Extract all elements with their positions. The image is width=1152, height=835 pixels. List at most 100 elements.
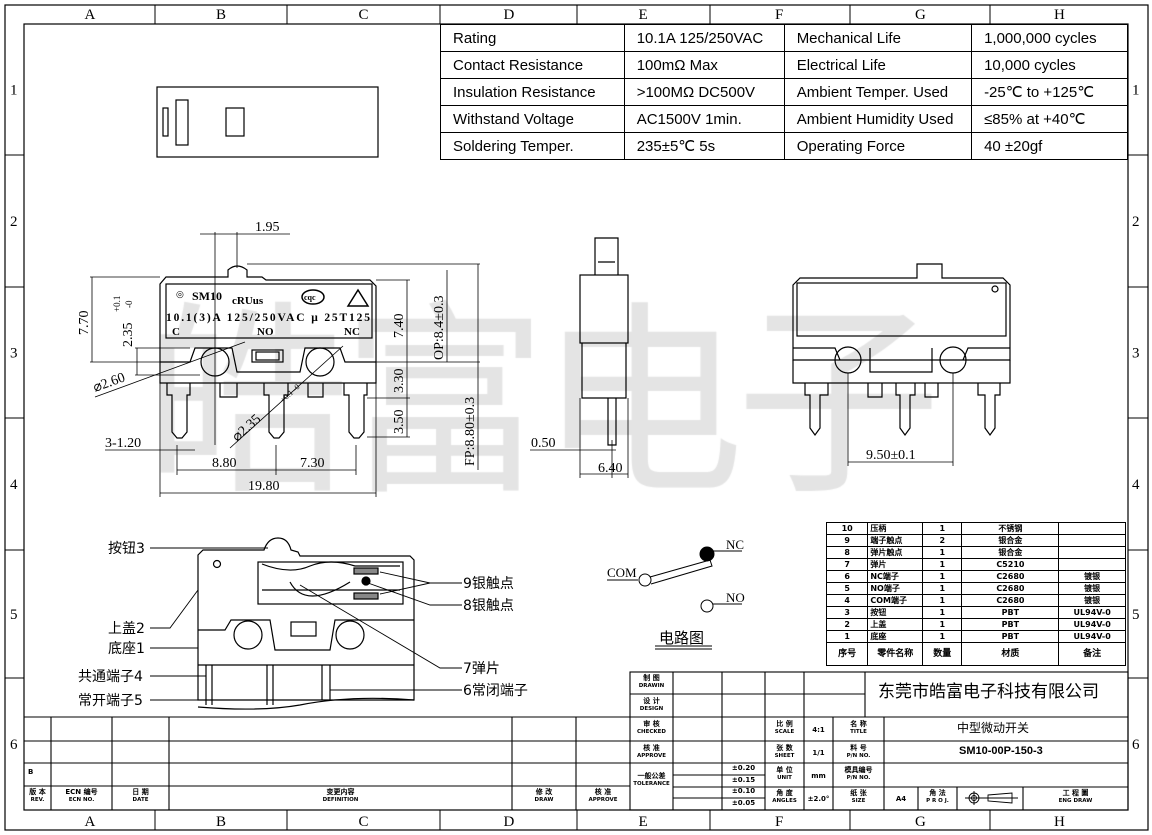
spec-label: Electrical Life (783, 51, 973, 79)
angles-label-en: ANGLES (772, 798, 797, 805)
mold-label-en: P/N NO. (846, 775, 871, 782)
dim-19-80: 19.80 (248, 479, 280, 494)
side-view (530, 237, 629, 478)
grid-column-label: D (504, 7, 515, 23)
tolerance-value: ±0.15 (731, 775, 756, 784)
bom-cell: 4 (825, 594, 869, 607)
bom-cell: 3 (825, 606, 869, 619)
unit-label-en: UNIT (777, 775, 792, 782)
grid-column-label: E (639, 814, 648, 830)
design-label-en: DESIGN (639, 706, 664, 713)
label-button: 按钮3 (108, 541, 145, 557)
bom-cell: 7 (825, 558, 869, 571)
right-view (792, 263, 1011, 466)
grid-row-label: 3 (10, 346, 18, 362)
recycle-mark-icon: ◎ (176, 289, 184, 299)
bom-header-cell: 序号 (825, 642, 869, 666)
bom-cell: 2 (825, 618, 869, 631)
grid-column-label: E (639, 7, 648, 23)
grid-row-label: 6 (10, 737, 18, 753)
grid-row-label: 5 (10, 607, 18, 623)
spec-label: Insulation Resistance (440, 78, 625, 106)
label-silver-contact-9: 9银触点 (463, 576, 514, 592)
spec-label: Contact Resistance (440, 51, 625, 79)
rev-header-cn: 变更内容 (326, 788, 355, 796)
spec-value: 235±5℃ 5s (623, 132, 785, 160)
circuit-diagram (607, 546, 742, 650)
cqc-mark-text: cqc (304, 293, 316, 302)
dim-op: OP:8.4±0.3 (432, 296, 447, 360)
spec-value: 100mΩ Max (623, 51, 785, 79)
grid-column-label: G (915, 7, 926, 23)
sheet-value: 1/1 (812, 749, 825, 757)
bom-cell: 1 (922, 630, 963, 643)
bom-cell: UL94V-0 (1058, 618, 1126, 631)
bom-cell: 1 (825, 630, 869, 643)
rev-header-en: REV. (30, 797, 45, 804)
rev-header-cn: ECN 编号 (65, 788, 98, 796)
spec-value: 10.1A 125/250VAC (623, 24, 785, 52)
grid-column-label: A (85, 7, 96, 23)
dim-fp: FP:8.80±0.3 (463, 397, 478, 466)
unit-value: mm (811, 772, 826, 780)
rev-header-cn: 修 改 (535, 788, 553, 796)
label-spring: 7弹片 (463, 661, 500, 677)
label-silver-contact-8: 8银触点 (463, 598, 514, 614)
bom-cell: C2680 (961, 582, 1060, 595)
title-block-grid (629, 671, 1129, 811)
ul-mark: cRUus (232, 295, 264, 307)
company-name: 东莞市皓富电子科技有限公司 (878, 682, 1099, 702)
label-base: 底座1 (108, 641, 145, 657)
spec-value: ≤85% at +40℃ (971, 105, 1128, 133)
dim-3-50: 3.50 (392, 410, 407, 435)
bom-cell: 1 (922, 618, 963, 631)
size-label-cn: 纸 张 (850, 789, 867, 797)
spec-value: -25℃ to +125℃ (971, 78, 1128, 106)
grid-column-label: G (915, 814, 926, 830)
bom-cell: 银合金 (961, 546, 1060, 559)
grid-row-label: 2 (1132, 214, 1140, 230)
dim-7-30: 7.30 (300, 456, 325, 471)
grid-column-label: B (216, 814, 226, 830)
dim-8-80: 8.80 (212, 456, 237, 471)
bom-cell: 压柄 (867, 522, 924, 535)
model-marking: SM10 (192, 289, 222, 303)
cutaway-view (197, 537, 415, 710)
grid-column-label: F (775, 7, 783, 23)
bom-cell: 不锈钢 (961, 522, 1060, 535)
bom-cell: 1 (922, 570, 963, 583)
rev-header-cn: 版 本 (29, 788, 46, 796)
circuit-no-label: NO (726, 590, 745, 605)
grid-column-label: H (1054, 7, 1065, 23)
label-upper-cover: 上盖2 (108, 621, 145, 637)
bom-header-cell: 备注 (1058, 642, 1126, 666)
dim-6-40: 6.40 (598, 461, 623, 476)
bom-header-cell: 零件名称 (867, 642, 924, 666)
bom-cell: 1 (922, 522, 963, 535)
spec-value: AC1500V 1min. (623, 105, 785, 133)
triangle-mark-icon (346, 288, 370, 307)
bom-cell (1058, 558, 1126, 571)
tolerance-value: ±0.05 (731, 798, 756, 807)
terminal-c-label: C (172, 326, 180, 338)
dim-pin-width: 3-1.20 (105, 436, 141, 451)
angles-label-cn: 角 度 (776, 789, 793, 797)
circuit-nc-label: NC (726, 537, 744, 552)
spec-value: 1,000,000 cycles (971, 24, 1128, 52)
projection-symbol-icon (965, 791, 1018, 805)
